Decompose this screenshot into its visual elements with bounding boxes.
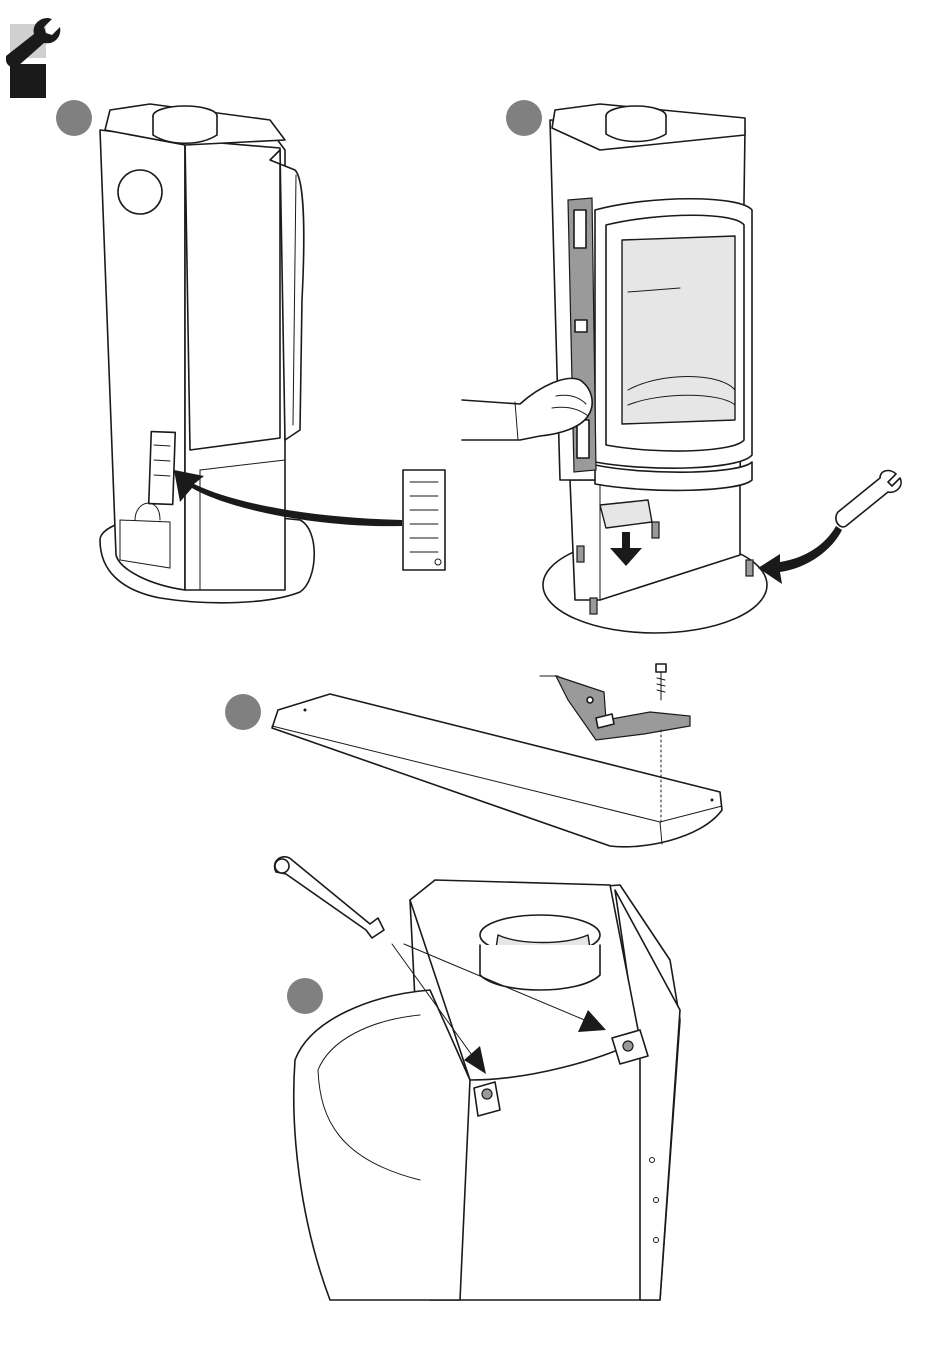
step-4-illustration <box>275 857 680 1300</box>
wrench-icon <box>6 18 60 68</box>
step-1-illustration <box>56 100 445 603</box>
step-marker <box>287 978 323 1014</box>
step-2-illustration <box>462 100 901 633</box>
step-marker <box>56 100 92 136</box>
step-marker <box>506 100 542 136</box>
step-marker <box>225 694 261 730</box>
step-3-illustration <box>225 664 722 847</box>
section-tab <box>10 64 46 98</box>
